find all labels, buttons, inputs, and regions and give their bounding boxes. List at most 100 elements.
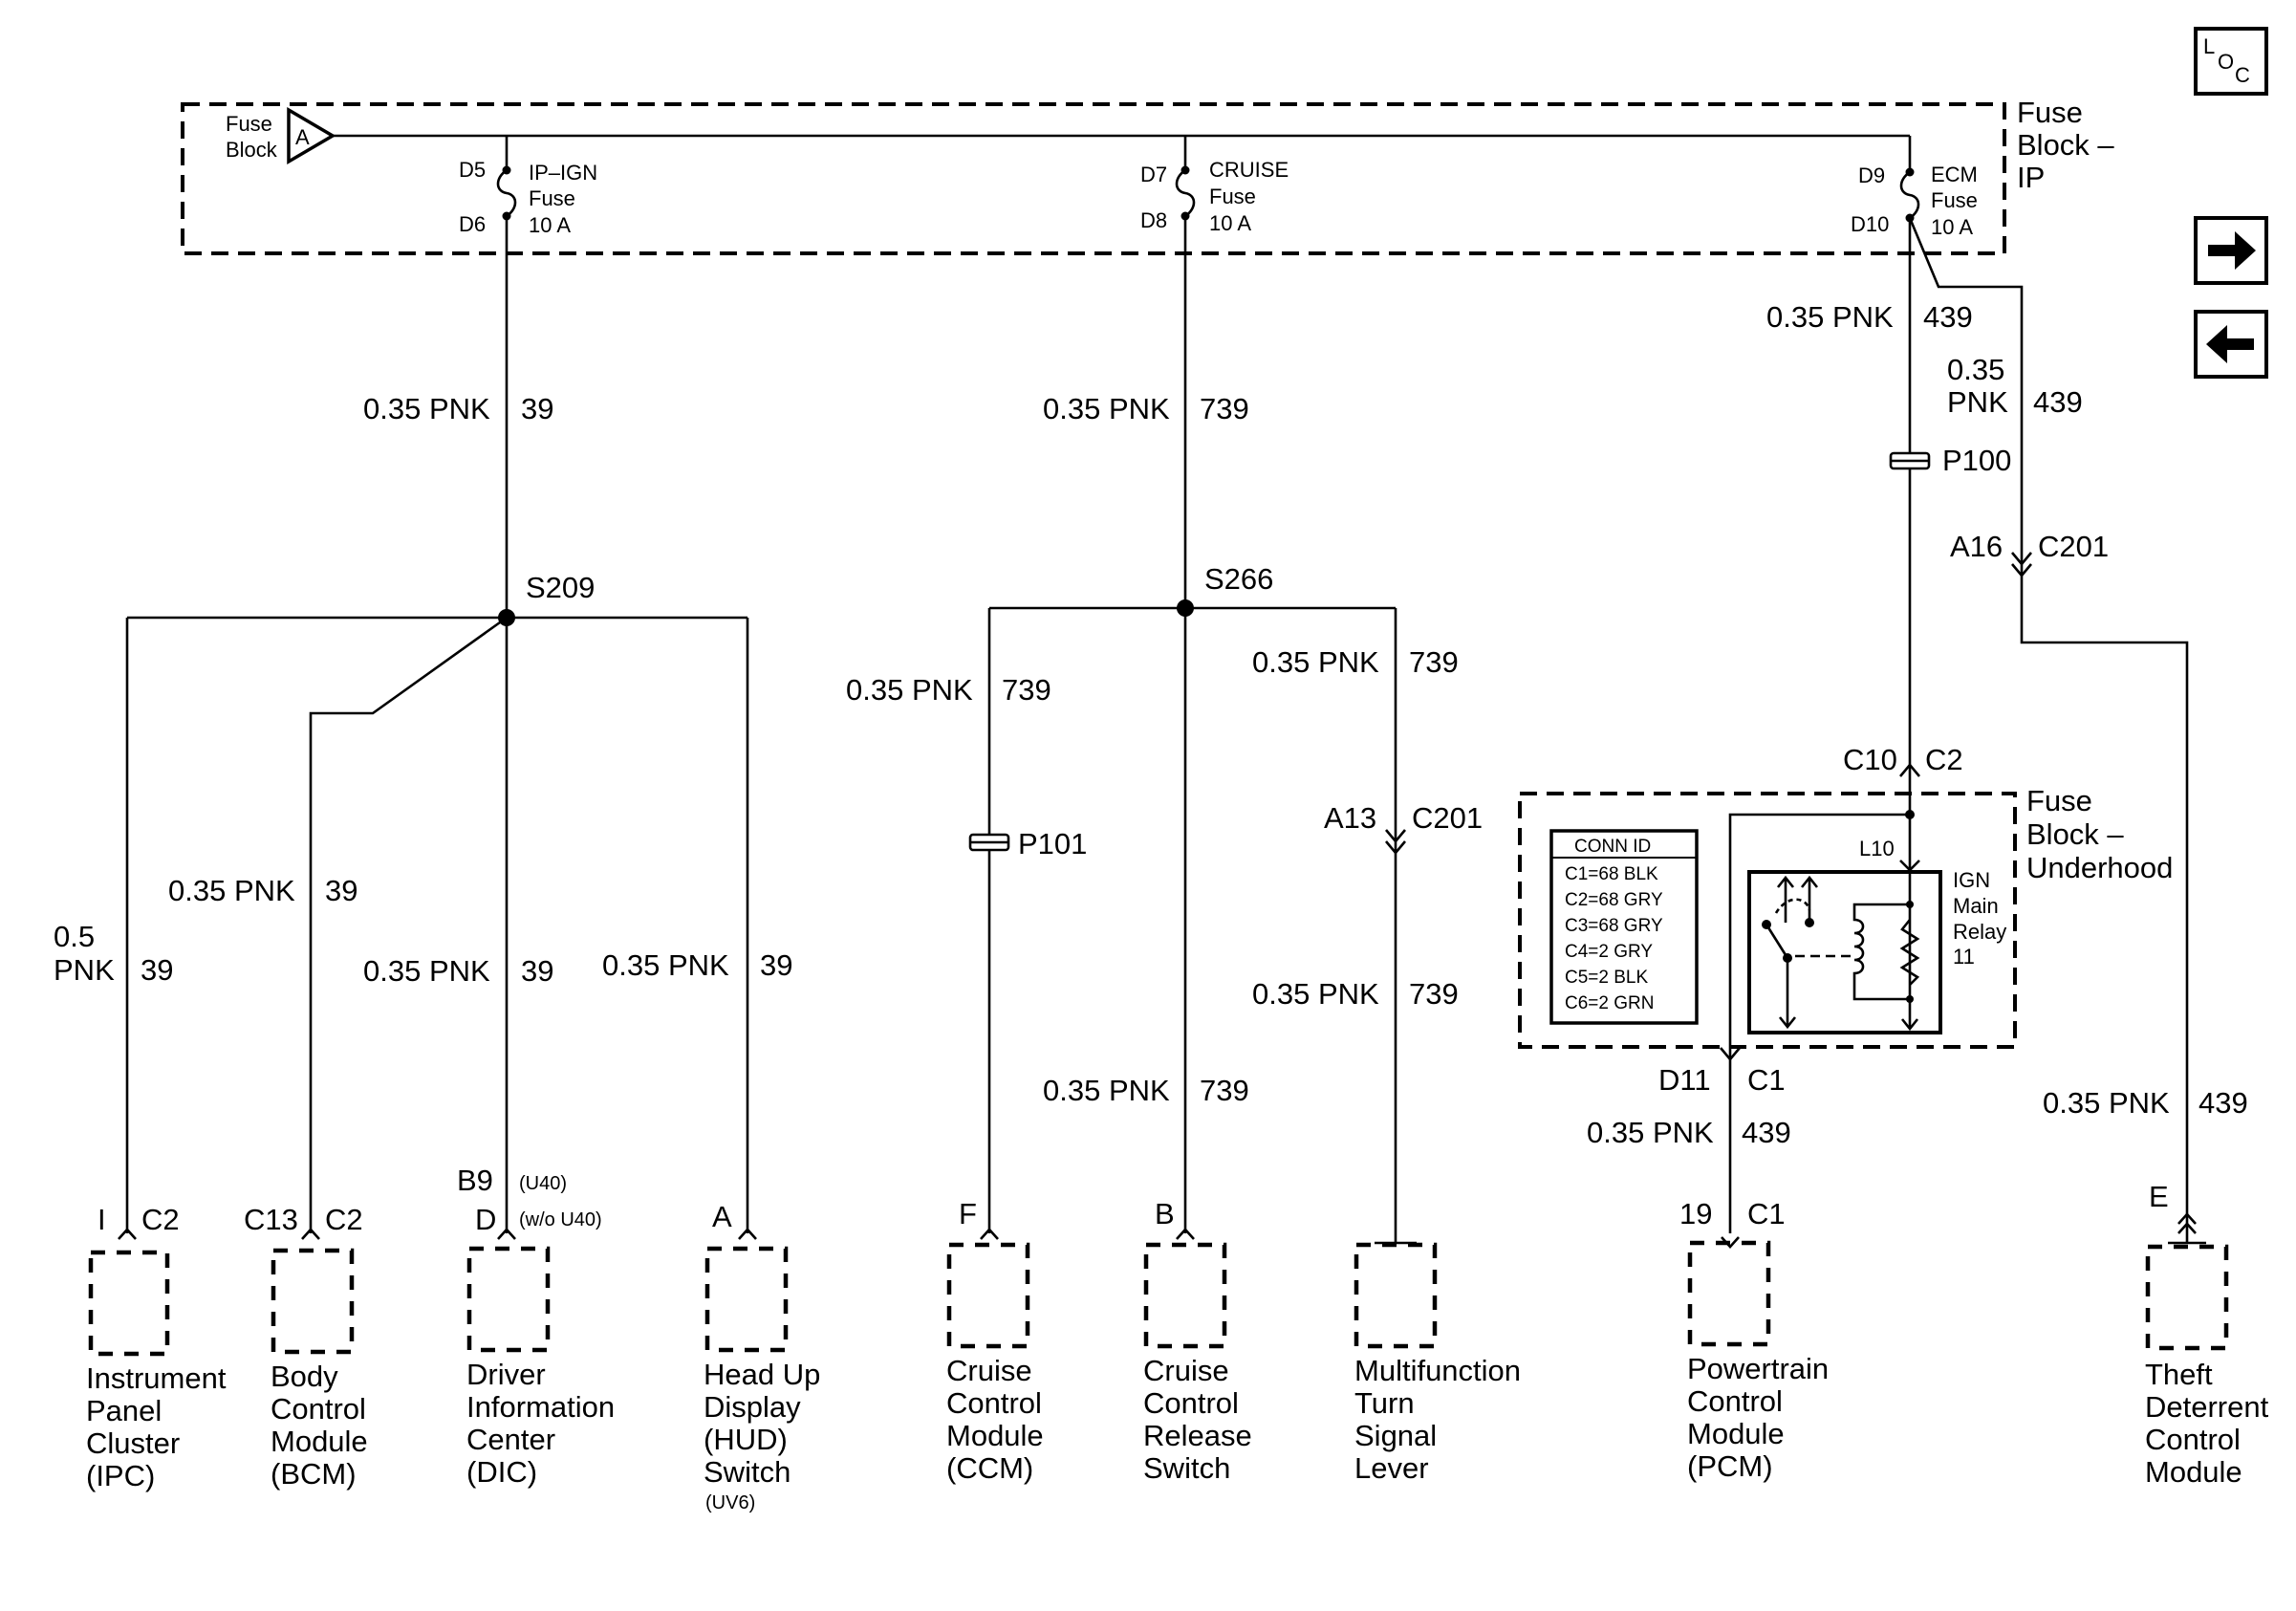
connector-c201-ecm-name: C201: [2038, 530, 2109, 563]
feed-label-1: Fuse: [226, 112, 272, 136]
component-bcm-conn: C2: [325, 1203, 363, 1236]
connector-c201-turn-icon: [1385, 829, 1406, 856]
wire-dic-gauge: 0.35 PNK: [363, 954, 490, 988]
conn-id-title: CONN ID: [1574, 837, 1651, 857]
wire-turn-lower-gauge: 0.35 PNK: [1252, 977, 1379, 1011]
connector-c201-turn-pin: A13: [1324, 801, 1376, 835]
relay-resistor-icon: [1899, 919, 1920, 986]
component-dic-pin-no-u40-note: (w/o U40): [519, 1209, 602, 1230]
wire-439-branch-gauge-1: 0.35: [1947, 353, 2004, 386]
arrow-right-icon: [2208, 231, 2256, 270]
wire-dic-circuit: 39: [521, 954, 553, 988]
component-ipc-name-4: (IPC): [86, 1459, 155, 1492]
component-ccrs-name-2: Control: [1143, 1386, 1239, 1420]
component-ipc-pin: I: [97, 1203, 106, 1236]
wire-739-main-circuit: 739: [1200, 392, 1249, 425]
component-dic-pin-u40: B9: [457, 1164, 493, 1197]
wire-439-branch-circuit: 439: [2033, 385, 2083, 419]
fuse-ip-ign-type: Fuse: [529, 186, 575, 210]
component-tdcm-name-3: Control: [2145, 1423, 2241, 1456]
splice-s266-label: S266: [1204, 562, 1273, 596]
wire-tdcm-gauge: 0.35 PNK: [2043, 1086, 2170, 1120]
wire-ipc-gauge-1: 0.5: [54, 920, 95, 953]
component-dic[interactable]: B9 (U40) D (w/o U40) Driver Information …: [457, 1164, 615, 1489]
component-tdcm-name-1: Theft: [2145, 1358, 2213, 1391]
fuse-block-underhood-label-3: Underhood: [2026, 851, 2173, 884]
component-turn-name-4: Lever: [1354, 1451, 1429, 1485]
component-bcm-name-3: Module: [271, 1425, 368, 1458]
component-hud-name-4: Switch: [704, 1455, 791, 1489]
fuse-ip-ign-name: IP–IGN: [529, 161, 597, 185]
component-cruise-release-switch[interactable]: B Cruise Control Release Switch: [1143, 1197, 1252, 1485]
component-pcm[interactable]: 19 C1 Powertrain Control Module (PCM): [1679, 1197, 1829, 1483]
splice-s209-label: S209: [526, 571, 595, 604]
component-dic-name-3: Center: [466, 1423, 555, 1456]
component-ccm-name-1: Cruise: [946, 1354, 1032, 1387]
component-hud-name-1: Head Up: [704, 1358, 820, 1391]
fuse-ecm-out-pin: D10: [1851, 212, 1889, 236]
fuse-ip-ign: D5 D6 IP–IGN Fuse 10 A: [459, 136, 597, 237]
ign-main-relay: [1747, 870, 1942, 1034]
component-ipc-name-3: Cluster: [86, 1426, 180, 1460]
fuse-ecm-in-pin: D9: [1858, 163, 1885, 187]
connector-c2-relay-icon: [1899, 762, 1920, 777]
fuse-ecm-rating: 10 A: [1931, 215, 1973, 239]
component-pcm-pin: 19: [1679, 1197, 1712, 1230]
circuit-439-pcm: D11 C1 0.35 PNK 439: [1587, 1044, 1791, 1233]
loc-letter-l: L: [2203, 34, 2215, 58]
fuse-ecm: D9 D10 ECM Fuse 10 A: [1851, 136, 1978, 239]
connector-pin-icon: [980, 1228, 999, 1240]
connector-c201-turn-name: C201: [1412, 801, 1483, 835]
component-ccm-pin: F: [959, 1197, 977, 1230]
fuse-cruise-type: Fuse: [1209, 185, 1256, 208]
relay-coil-icon: [1852, 903, 1910, 1001]
wire-ccm-gauge: 0.35 PNK: [846, 673, 973, 707]
conn-id-row: C1=68 BLK: [1565, 864, 1658, 884]
component-bcm[interactable]: C13 C2 Body Control Module (BCM): [244, 1203, 368, 1491]
connector-c201-ecm-icon: [2011, 552, 2032, 578]
connector-c201-ecm-pin: A16: [1950, 530, 2003, 563]
fuse-cruise-in-pin: D7: [1140, 163, 1167, 186]
connector-relay-in-conn: C2: [1925, 743, 1963, 776]
component-dic-name-1: Driver: [466, 1358, 546, 1391]
feed-connector-letter: A: [295, 125, 310, 149]
feed-label-2: Block: [226, 138, 278, 162]
wire-pcm-circuit: 439: [1742, 1116, 1791, 1149]
relay-pin-l10: L10: [1859, 837, 1895, 860]
component-turn-signal-lever[interactable]: Multifunction Turn Signal Lever: [1354, 1241, 1521, 1485]
circuit-39: 0.35 PNK 39 S209 0.5 PNK 39 0.35 PNK 39 …: [54, 216, 792, 1233]
component-theft-deterrent[interactable]: E Theft Deterrent Control Module: [2145, 1180, 2269, 1489]
component-ipc-conn: C2: [141, 1203, 180, 1236]
wire-turn-lower-circuit: 739: [1409, 977, 1459, 1011]
relay-number: 11: [1953, 945, 1975, 969]
relay-name-1: IGN: [1953, 868, 1990, 892]
previous-page-button[interactable]: [2194, 310, 2268, 379]
component-tdcm-name-2: Deterrent: [2145, 1390, 2269, 1424]
fuse-block-ip-label-1: Fuse: [2017, 96, 2083, 129]
next-page-button[interactable]: [2194, 216, 2268, 285]
circuit-739: 0.35 PNK 739 S266 0.35 PNK 739 P101 0.35…: [846, 216, 1483, 1243]
fuse-block-ip-label-2: Block –: [2017, 128, 2114, 162]
component-ipc[interactable]: I C2 Instrument Panel Cluster (IPC): [86, 1203, 227, 1492]
component-ccm-name-2: Control: [946, 1386, 1042, 1420]
wire-hud-circuit: 39: [760, 948, 792, 982]
component-turn-name-1: Multifunction: [1354, 1354, 1521, 1387]
fuse-symbol-icon: [1899, 170, 1920, 220]
relay-name-2: Main: [1953, 894, 1999, 918]
fuse-block-ip-label-3: IP: [2017, 161, 2045, 194]
conn-id-row: C4=2 GRY: [1565, 942, 1653, 962]
fuse-cruise-rating: 10 A: [1209, 211, 1251, 235]
component-hud-switch[interactable]: A Head Up Display (HUD) Switch (UV6): [704, 1200, 820, 1513]
fuse-ip-ign-out-pin: D6: [459, 212, 486, 236]
fuse-block-underhood-label-2: Block –: [2026, 817, 2124, 851]
loc-button[interactable]: L O C: [2194, 27, 2268, 96]
component-ccrs-name-4: Switch: [1143, 1451, 1230, 1485]
component-turn-name-3: Signal: [1354, 1419, 1437, 1452]
wire-turn-upper-circuit: 739: [1409, 645, 1459, 679]
component-ccrs-pin: B: [1155, 1197, 1175, 1230]
component-ccm[interactable]: F Cruise Control Module (CCM): [946, 1197, 1044, 1485]
component-dic-name-4: (DIC): [466, 1455, 537, 1489]
connector-relay-out-conn: C1: [1747, 1063, 1786, 1097]
fuse-ecm-type: Fuse: [1931, 188, 1978, 212]
